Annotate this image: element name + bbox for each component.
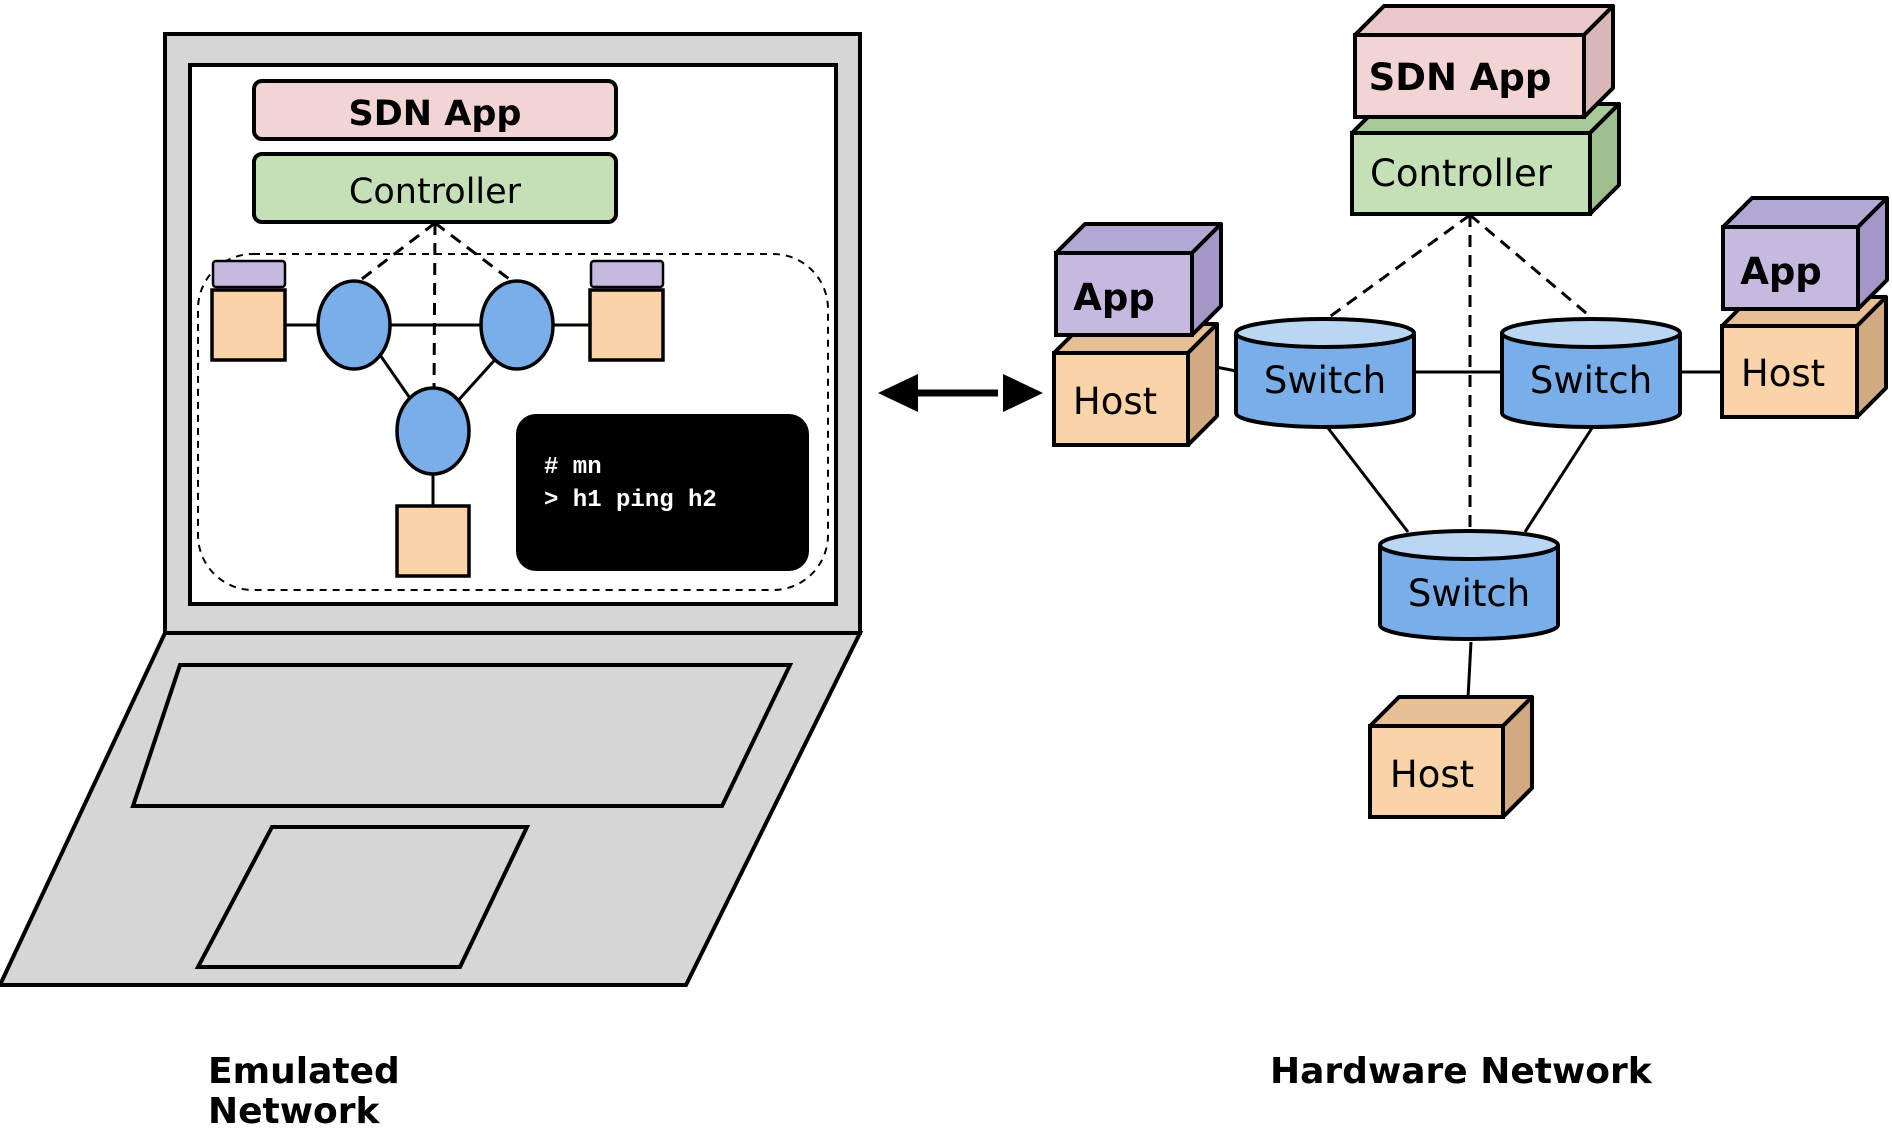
emulated-sdn-app-box (252, 79, 618, 141)
emulated-control-link (434, 221, 518, 287)
hardware-link (1523, 427, 1594, 533)
emulated-network-caption: Emulated Network (208, 1052, 400, 1132)
hardware-host-left-label: Host (1073, 380, 1157, 423)
terminal-window (516, 414, 809, 571)
hardware-sdn-app-box: SDN App (1353, 4, 1615, 119)
hardware-app-right-label: App (1740, 250, 1822, 293)
double-arrow (878, 374, 1043, 412)
hardware-control-link (1327, 213, 1471, 320)
emulated-app-box (589, 259, 665, 289)
laptop: SDN App Controller # mn > h1 ping h2 (0, 32, 864, 987)
hardware-app-left: App (1054, 222, 1223, 337)
hardware-switch-right: Switch (1500, 317, 1682, 429)
hardware-control-link (1469, 213, 1593, 320)
emulated-control-link (353, 221, 436, 287)
emulated-network-boundary (197, 253, 829, 591)
hardware-controller-label: Controller (1370, 152, 1553, 195)
emulated-caption-line-1: Emulated (208, 1051, 400, 1092)
hardware-link (1466, 641, 1473, 699)
terminal-line-1: # mn (544, 454, 602, 481)
hardware-sdn-app-label: SDN App (1369, 56, 1552, 99)
emulated-control-link (432, 222, 437, 393)
emulated-controller-label: Controller (349, 172, 522, 212)
hardware-switch-bottom-label: Switch (1408, 572, 1530, 615)
emulated-switch-node (316, 279, 392, 371)
emulated-host-box (395, 504, 471, 578)
hardware-host-bottom-label: Host (1390, 753, 1474, 796)
emulated-app-box (211, 259, 287, 289)
hardware-host-right-label: Host (1741, 352, 1825, 395)
hardware-link (1326, 427, 1410, 533)
emulated-link (376, 351, 416, 405)
emulated-link (453, 351, 503, 406)
hardware-app-right: App (1721, 196, 1889, 311)
hardware-network-caption: Hardware Network (1270, 1051, 1652, 1092)
hardware-app-left-label: App (1073, 276, 1155, 319)
hardware-switch-left: Switch (1234, 317, 1416, 429)
hardware-controller-box: Controller (1350, 102, 1621, 216)
emulated-host-box (210, 288, 287, 362)
emulated-caption-line-2: Network (208, 1091, 380, 1132)
hardware-network: Controller SDN App Host App (1052, 4, 1889, 819)
emulated-host-box (588, 288, 665, 362)
emulated-sdn-app-label: SDN App (349, 94, 522, 134)
hardware-host-bottom: Host (1368, 695, 1534, 819)
terminal-line-2: > h1 ping h2 (544, 487, 717, 514)
hardware-host-right: Host (1720, 295, 1888, 419)
hardware-link (1215, 365, 1237, 373)
hardware-switch-bottom: Switch (1378, 529, 1560, 641)
hardware-switch-left-label: Switch (1264, 359, 1386, 402)
hardware-host-left: Host (1052, 322, 1219, 447)
laptop-keyboard (130, 663, 794, 808)
laptop-touchpad (194, 825, 531, 969)
hardware-switch-right-label: Switch (1530, 359, 1652, 402)
emulated-controller-box (252, 152, 618, 224)
emulated-switch-node (395, 386, 471, 476)
emulated-switch-node (479, 279, 555, 371)
